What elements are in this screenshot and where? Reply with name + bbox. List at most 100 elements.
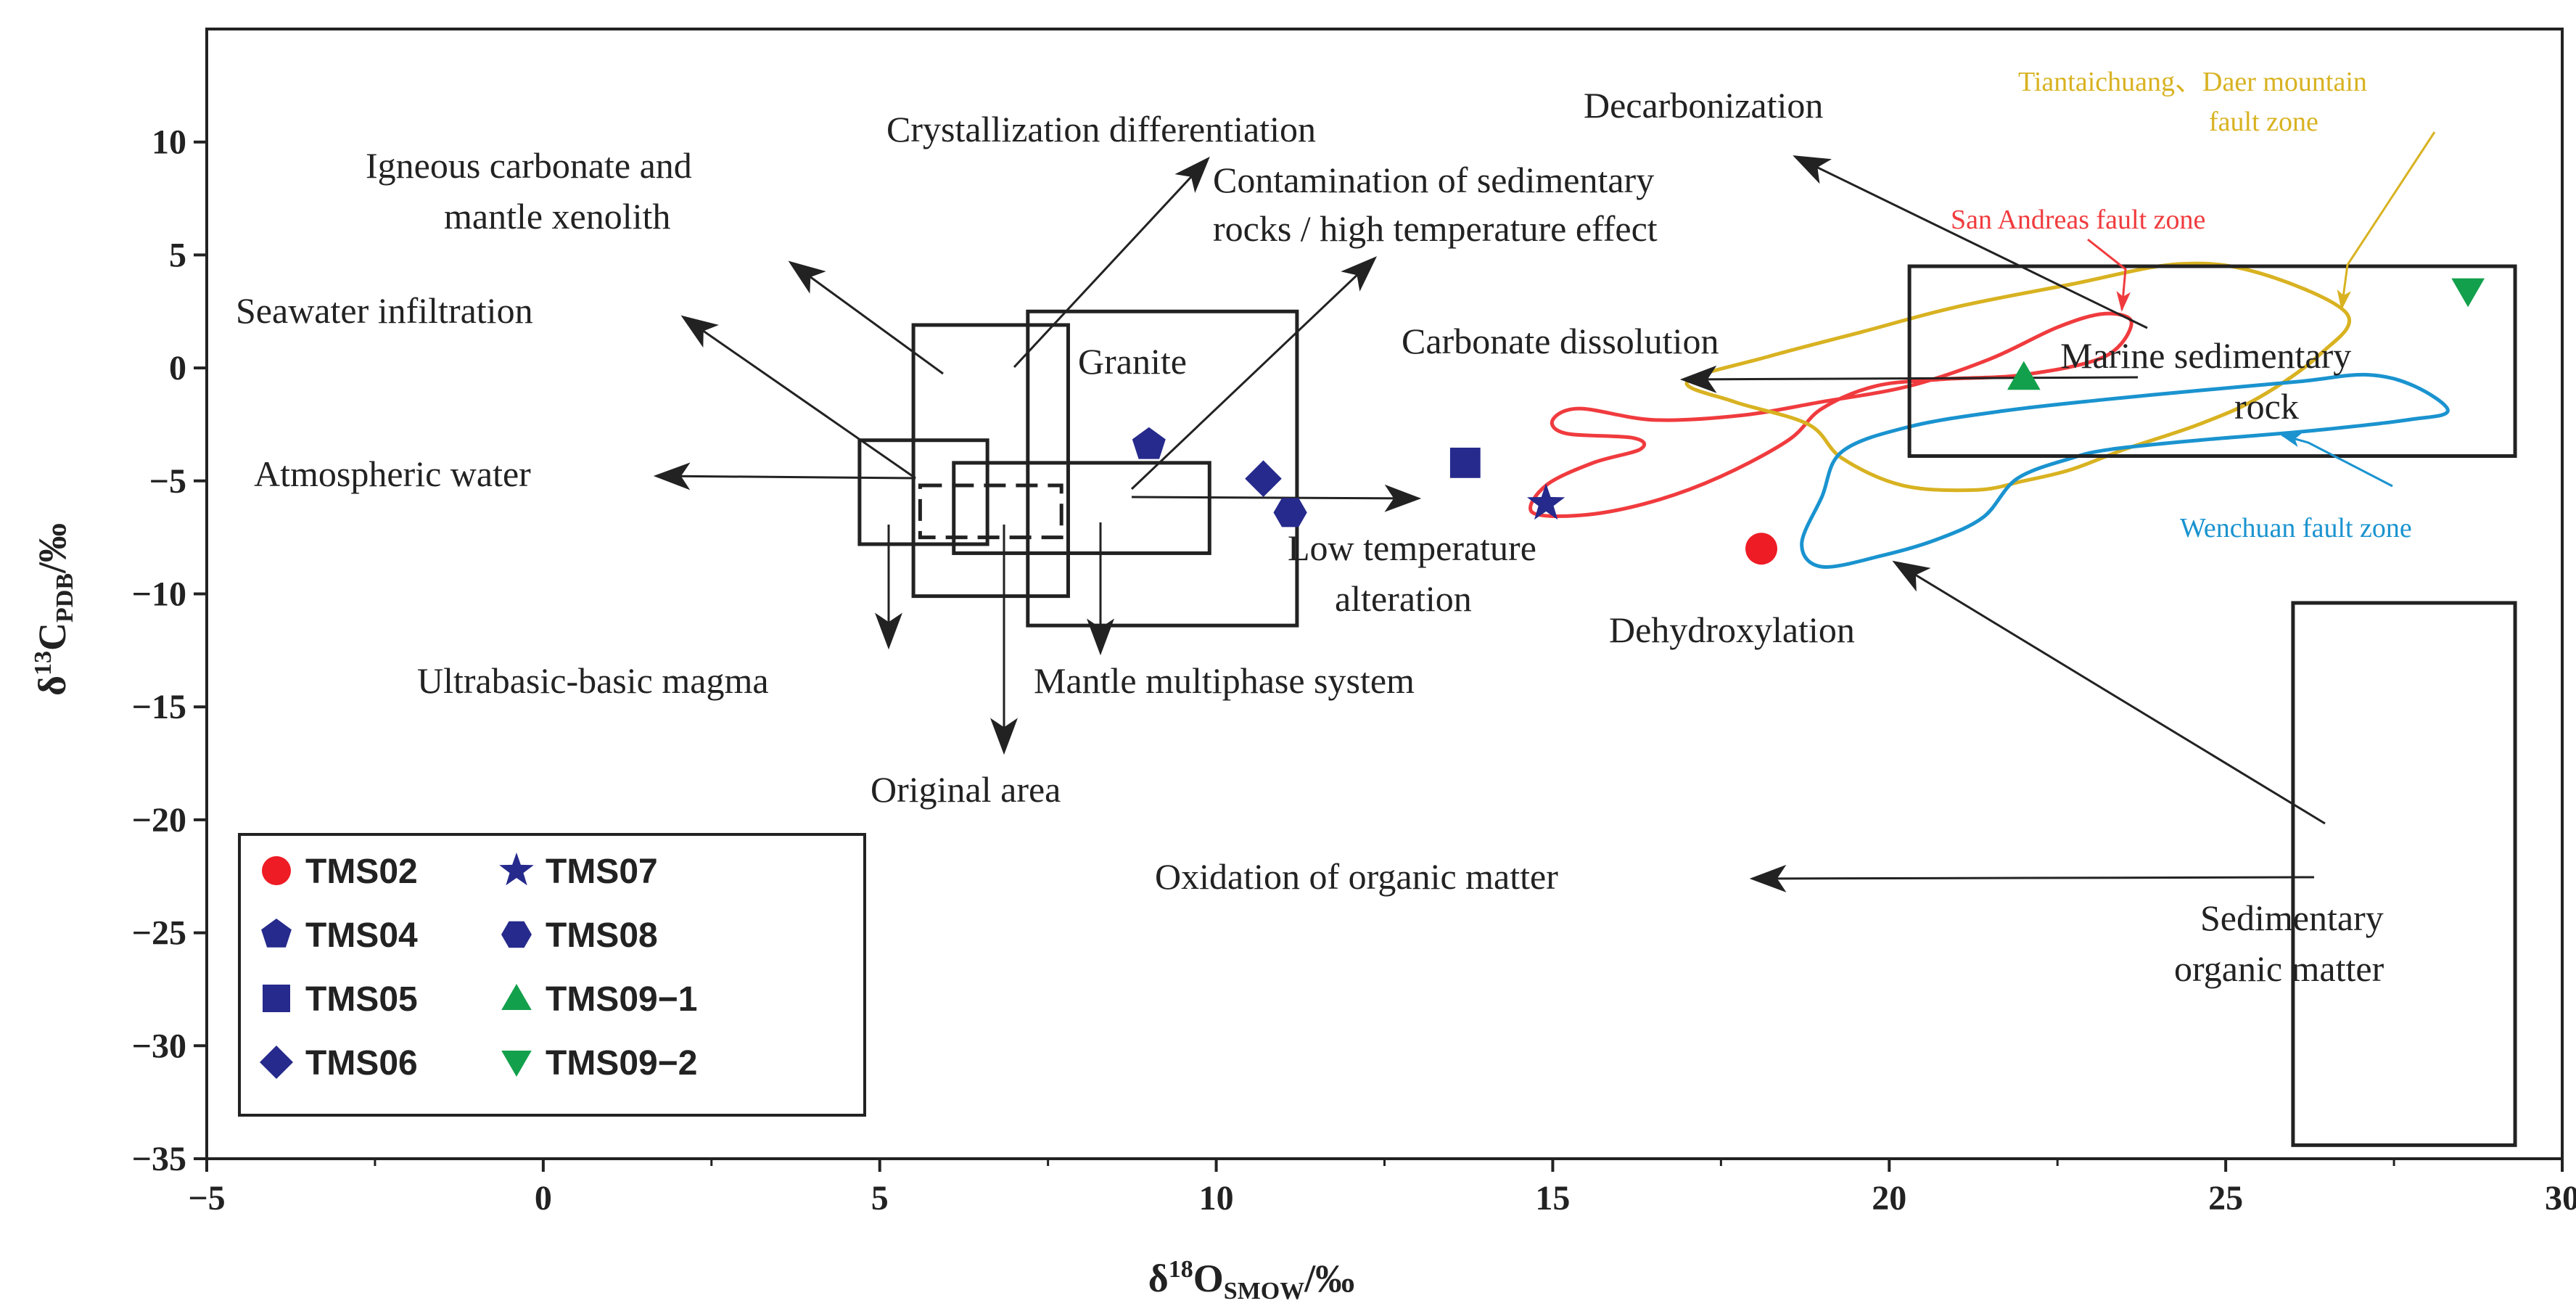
label-low-temp-1: Low temperature bbox=[1288, 527, 1536, 568]
fault-zone-outline bbox=[1800, 372, 2450, 569]
region-mantle-multiphase-box bbox=[952, 461, 1211, 555]
legend-marker-tms06 bbox=[260, 1046, 293, 1079]
region-sedimentary-organic-matter bbox=[2291, 601, 2517, 1147]
annotations: Crystallization differentiation Igneous … bbox=[236, 67, 2412, 989]
arrow-carbonate-dissolution bbox=[1679, 365, 2139, 393]
x-tick-label: 20 bbox=[1872, 1179, 1906, 1217]
label-marine-1: Marine sedimentary bbox=[2060, 335, 2351, 376]
annotation-arrows bbox=[653, 131, 2436, 892]
y-tick-label: −30 bbox=[132, 1027, 186, 1065]
data-point-tms08 bbox=[1273, 498, 1307, 527]
legend-label-tms05: TMS05 bbox=[305, 980, 418, 1019]
label-dehydroxylation: Dehydroxylation bbox=[1609, 609, 1855, 650]
label-decarbonization: Decarbonization bbox=[1584, 85, 1823, 126]
fault-zone-outline bbox=[1684, 261, 2352, 493]
label-igneous-2: mantle xenolith bbox=[444, 196, 670, 237]
arrow-low-temperature bbox=[1131, 484, 1422, 512]
label-tiantaichuang-2: fault zone bbox=[2209, 107, 2318, 137]
data-point-tms09-2 bbox=[2451, 278, 2485, 308]
label-contamination-1: Contamination of sedimentary bbox=[1213, 160, 1654, 200]
x-tick-label: −5 bbox=[188, 1179, 225, 1217]
legend-marker-tms09-1 bbox=[501, 984, 532, 1010]
data-point-tms06 bbox=[1245, 460, 1282, 497]
y-tick-label: 10 bbox=[152, 123, 186, 162]
data-point-tms05 bbox=[1449, 447, 1481, 478]
legend-label-tms06: TMS06 bbox=[305, 1044, 418, 1083]
y-tick-label: 0 bbox=[169, 349, 186, 387]
region-granite bbox=[1026, 309, 1299, 628]
label-atmospheric: Atmospheric water bbox=[254, 453, 531, 494]
reference-boxes bbox=[857, 264, 2517, 1147]
x-tick-label: 5 bbox=[871, 1179, 889, 1217]
y-tick-label: −35 bbox=[132, 1140, 186, 1178]
label-low-temp-2: alteration bbox=[1335, 578, 1472, 619]
arrow-seawater-infiltration bbox=[680, 315, 916, 480]
legend-label-tms08: TMS08 bbox=[546, 916, 658, 955]
x-tick-label: 30 bbox=[2545, 1179, 2576, 1217]
y-tick-label: −10 bbox=[132, 575, 186, 614]
x-axis-title: δ18OSMOW/‰ bbox=[1148, 1256, 1355, 1305]
x-axis-ticks: −5 0 5 10 15 20 25 30 bbox=[188, 1159, 2576, 1217]
legend-label-tms02: TMS02 bbox=[305, 853, 418, 891]
label-san-andreas: San Andreas fault zone bbox=[1951, 205, 2205, 235]
label-original-area: Original area bbox=[871, 769, 1061, 810]
data-point-tms04 bbox=[1132, 427, 1166, 459]
x-tick-label: 15 bbox=[1535, 1179, 1570, 1217]
x-axis-title-letter: O bbox=[1193, 1257, 1224, 1300]
y-axis-title-letter: C bbox=[30, 623, 74, 651]
arrow-atmospheric-water bbox=[653, 462, 916, 490]
label-marine-2: rock bbox=[2234, 386, 2299, 427]
y-tick-label: −15 bbox=[132, 688, 186, 726]
label-granite: Granite bbox=[1078, 341, 1187, 382]
arrow-tiantaichuang bbox=[2337, 131, 2436, 311]
x-tick-label: 25 bbox=[2208, 1179, 2243, 1217]
legend-marker-tms02 bbox=[262, 856, 291, 885]
label-mantle-multiphase: Mantle multiphase system bbox=[1034, 660, 1415, 701]
data-points bbox=[1132, 278, 2485, 565]
y-axis-title-sub: PDB bbox=[52, 573, 78, 623]
x-axis-title-delta: δ bbox=[1148, 1257, 1169, 1300]
region-marine-sedimentary-rock bbox=[1907, 264, 2517, 459]
data-point-tms09-1 bbox=[2007, 361, 2041, 390]
label-wenchuan: Wenchuan fault zone bbox=[2180, 513, 2412, 543]
x-axis-title-sup: 18 bbox=[1169, 1256, 1193, 1283]
fault-zone-outline bbox=[1528, 311, 2133, 519]
legend-box bbox=[238, 833, 866, 1117]
legend-marker-tms07 bbox=[499, 853, 534, 886]
y-tick-label: −25 bbox=[132, 914, 186, 953]
x-axis-title-sub: SMOW bbox=[1224, 1278, 1304, 1305]
y-axis-title-sup: 13 bbox=[30, 651, 57, 676]
label-seawater: Seawater infiltration bbox=[236, 290, 533, 331]
label-carbonate-dissolution: Carbonate dissolution bbox=[1402, 321, 1719, 361]
x-axis-title-unit: /‰ bbox=[1304, 1257, 1354, 1300]
arrow-san-andreas bbox=[2087, 238, 2131, 312]
legend-label-tms07: TMS07 bbox=[546, 853, 658, 891]
region-original-area bbox=[918, 483, 1063, 540]
label-tiantaichuang-1: Tiantaichuang、Daer mountain bbox=[2018, 67, 2367, 97]
label-sed-org-2: organic matter bbox=[2174, 948, 2384, 989]
y-tick-label: −5 bbox=[149, 462, 186, 501]
arrow-contamination bbox=[1130, 256, 1378, 490]
legend-marker-tms09-2 bbox=[501, 1051, 532, 1077]
label-igneous-1: Igneous carbonate and bbox=[366, 145, 692, 186]
arrow-wenchuan bbox=[2280, 433, 2393, 488]
legend-marker-tms04 bbox=[261, 919, 292, 948]
data-point-tms02 bbox=[1745, 533, 1778, 565]
label-ultrabasic: Ultrabasic-basic magma bbox=[417, 660, 769, 701]
x-tick-label: 10 bbox=[1199, 1179, 1234, 1217]
arrow-oxidation bbox=[1749, 864, 2315, 892]
label-sed-org-1: Sedimentary bbox=[2200, 898, 2384, 938]
data-point-tms07 bbox=[1527, 483, 1565, 520]
arrow-igneous-carbonate bbox=[788, 260, 944, 375]
arrow-dehydroxylation bbox=[1892, 560, 2326, 825]
label-oxidation: Oxidation of organic matter bbox=[1155, 856, 1558, 897]
arrow-decarbonization bbox=[1793, 155, 2148, 329]
x-tick-label: 0 bbox=[535, 1179, 552, 1217]
legend-marker-tms05 bbox=[263, 985, 290, 1012]
y-tick-label: 5 bbox=[169, 236, 186, 274]
legend-label-tms09-2: TMS09−2 bbox=[546, 1044, 697, 1083]
fault-zones bbox=[1528, 261, 2450, 569]
